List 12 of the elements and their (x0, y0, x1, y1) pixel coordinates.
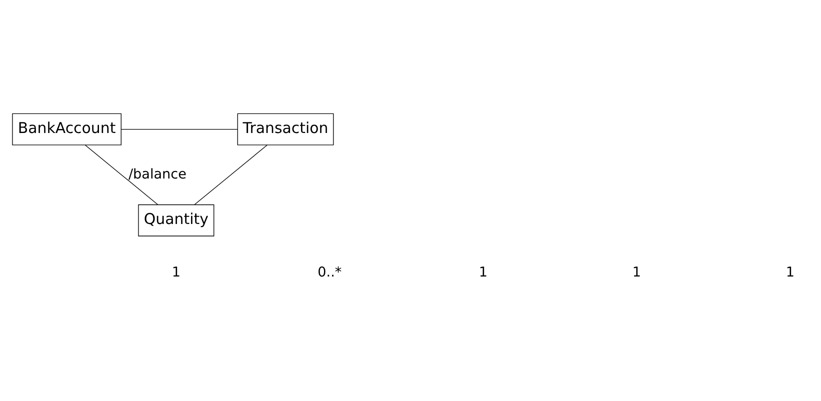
edge-label: /balance (128, 166, 187, 182)
connector (120, 128, 238, 130)
node-box: Quantity (138, 204, 214, 236)
node-box: Transaction (237, 112, 334, 145)
connector (84, 144, 158, 204)
label: 1 (478, 264, 488, 280)
label: 1 (632, 264, 642, 280)
connector (194, 144, 268, 204)
label: 0..* (318, 264, 342, 280)
node-box: BankAccount (12, 112, 122, 145)
label: 1 (786, 264, 795, 280)
label: 1 (172, 264, 180, 280)
